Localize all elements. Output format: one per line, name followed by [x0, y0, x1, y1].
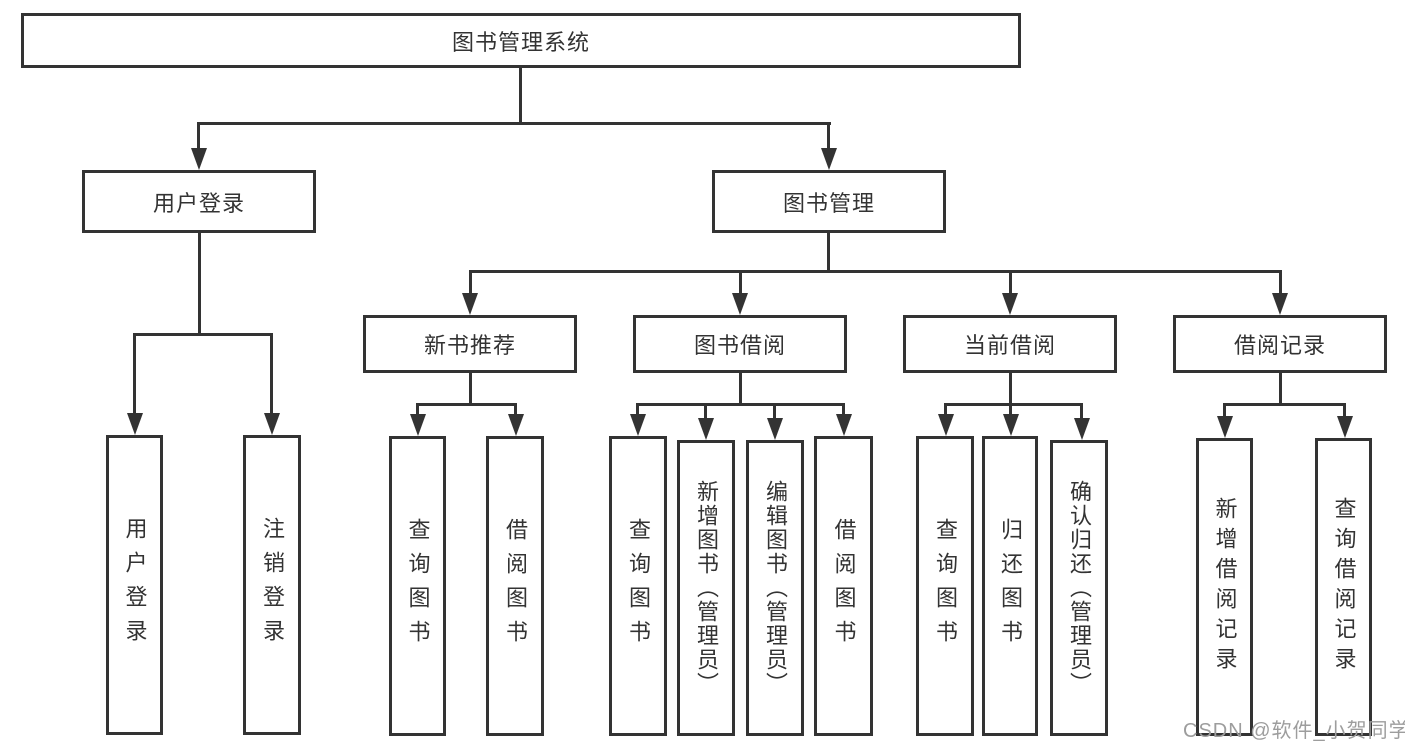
- connector-br-stem: [1279, 373, 1282, 406]
- arrow-down-icon: [821, 148, 837, 170]
- connector-bb-rail: [636, 403, 845, 406]
- connector-drop-user-login: [197, 122, 200, 150]
- connector-bookmgmt-stem: [827, 233, 830, 273]
- connector-nbr-rail: [416, 403, 517, 406]
- arrow-down-icon: [127, 413, 143, 435]
- connector-drop: [636, 403, 639, 416]
- node-book-management: 图书管理: [712, 170, 946, 233]
- node-cb-query-books: 查询图书: [916, 436, 974, 736]
- node-label: 新增图书（管理员）: [694, 480, 719, 696]
- node-bb-borrow-books: 借阅图书: [814, 436, 873, 736]
- connector-drop-current-borrowing: [1009, 270, 1012, 294]
- arrow-down-icon: [264, 413, 280, 435]
- connector-drop: [1009, 403, 1012, 416]
- connector-drop: [1080, 403, 1083, 420]
- node-nbr-query-books: 查询图书: [389, 436, 446, 736]
- arrow-down-icon: [1074, 418, 1090, 440]
- node-label: 查询图书: [405, 518, 431, 654]
- node-nbr-borrow-books: 借阅图书: [486, 436, 544, 736]
- connector-drop-book-management: [827, 122, 830, 150]
- node-current-borrowing: 当前借阅: [903, 315, 1117, 373]
- node-library-management-system: 图书管理系统: [21, 13, 1021, 68]
- node-bb-query-books: 查询图书: [609, 436, 667, 736]
- connector-drop: [416, 403, 419, 416]
- node-label: 查询借阅记录: [1331, 497, 1357, 677]
- arrow-down-icon: [1002, 293, 1018, 315]
- connector-drop: [842, 403, 845, 416]
- node-cb-confirm-return-admin: 确认归还（管理员）: [1050, 440, 1108, 736]
- arrow-down-icon: [1337, 416, 1353, 438]
- arrow-down-icon: [767, 418, 783, 440]
- node-label: 注销登录: [260, 517, 285, 653]
- connector-root-stem: [519, 68, 522, 124]
- node-br-add-record: 新增借阅记录: [1196, 438, 1253, 736]
- connector-drop-user-login-leaf: [133, 333, 136, 414]
- connector-root-rail: [198, 122, 831, 125]
- connector-drop: [944, 403, 947, 416]
- csdn-watermark: CSDN @软件_小贺同学: [1183, 720, 1405, 742]
- connector-userlogin-rail: [134, 333, 273, 336]
- arrow-down-icon: [508, 414, 524, 436]
- node-label: 借阅图书: [503, 518, 528, 654]
- connector-drop: [1343, 403, 1346, 418]
- node-book-borrowing: 图书借阅: [633, 315, 847, 373]
- connector-nbr-stem: [469, 373, 472, 406]
- node-label: 借阅图书: [831, 518, 857, 654]
- node-label: 查询图书: [626, 518, 651, 654]
- arrow-down-icon: [410, 414, 426, 436]
- node-borrowing-records: 借阅记录: [1173, 315, 1387, 373]
- node-user-login: 用户登录: [106, 435, 163, 735]
- connector-cb-stem: [1009, 373, 1012, 406]
- node-label: 新增借阅记录: [1212, 497, 1238, 677]
- arrow-down-icon: [1272, 293, 1288, 315]
- arrow-down-icon: [462, 293, 478, 315]
- node-label: 归还图书: [998, 518, 1023, 654]
- connector-drop: [514, 403, 517, 416]
- arrow-down-icon: [191, 148, 207, 170]
- node-bb-add-books-admin: 新增图书（管理员）: [677, 440, 735, 736]
- connector-userlogin-stem: [198, 233, 201, 335]
- connector-drop-book-borrowing: [739, 270, 742, 294]
- node-label: 编辑图书（管理员）: [763, 480, 788, 696]
- node-label: 用户登录: [122, 517, 148, 653]
- connector-bookmgmt-rail: [469, 270, 1282, 273]
- connector-drop: [1223, 403, 1226, 418]
- arrow-down-icon: [698, 418, 714, 440]
- arrow-down-icon: [1003, 414, 1019, 436]
- arrow-down-icon: [732, 293, 748, 315]
- arrow-down-icon: [630, 414, 646, 436]
- node-cb-return-books: 归还图书: [982, 436, 1038, 736]
- node-logout: 注销登录: [243, 435, 301, 735]
- arrow-down-icon: [1217, 416, 1233, 438]
- node-br-query-record: 查询借阅记录: [1315, 438, 1372, 736]
- node-user-login-branch: 用户登录: [82, 170, 316, 233]
- node-label: 确认归还（管理员）: [1067, 480, 1092, 696]
- connector-drop-logout-leaf: [270, 333, 273, 414]
- arrow-down-icon: [836, 414, 852, 436]
- node-label: 查询图书: [933, 518, 958, 654]
- arrow-down-icon: [938, 414, 954, 436]
- connector-cb-rail: [944, 403, 1083, 406]
- connector-bb-stem: [739, 373, 742, 406]
- node-new-book-recommendation: 新书推荐: [363, 315, 577, 373]
- connector-br-rail: [1223, 403, 1346, 406]
- node-bb-edit-books-admin: 编辑图书（管理员）: [746, 440, 804, 736]
- connector-drop: [704, 403, 707, 420]
- connector-drop-borrowing-records: [1279, 270, 1282, 294]
- connector-drop-new-book: [469, 270, 472, 294]
- connector-drop: [773, 403, 776, 420]
